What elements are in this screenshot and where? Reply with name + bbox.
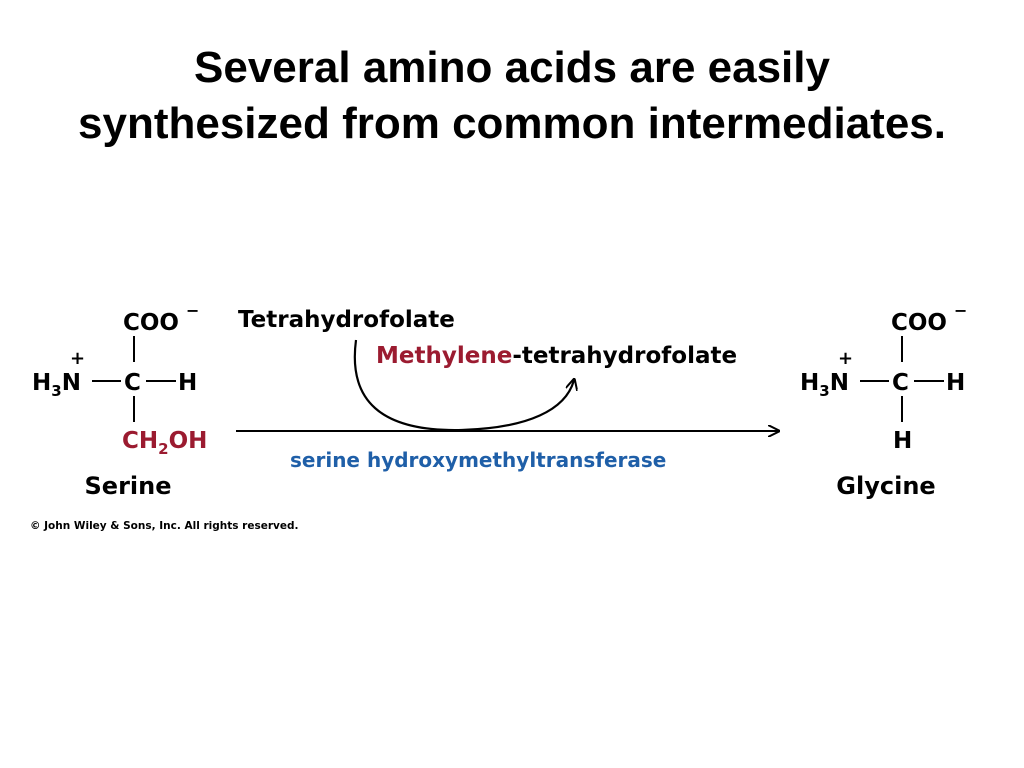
serine-name: Serine [85, 472, 172, 500]
tetrahydrofolate-label: Tetrahydrofolate [238, 307, 455, 333]
enzyme-label: serine hydroxymethyltransferase [290, 448, 666, 472]
glycine-h-bottom: H [893, 428, 912, 454]
methylene-tetrahydrofolate-label: Methylene-tetrahydrofolate [376, 343, 737, 369]
title-line-2: synthesized from common intermediates. [78, 99, 946, 148]
glycine-coo-charge: − [954, 301, 967, 320]
serine-structure: COO − + H3N C H CH2OH Serine [32, 301, 207, 500]
reaction-arrow-group: Tetrahydrofolate Methylene-tetrahydrofol… [236, 307, 778, 472]
glycine-h3n-label: H3N [800, 370, 849, 400]
serine-coo-label: COO [123, 310, 179, 336]
copyright-notice: © John Wiley & Sons, Inc. All rights res… [30, 520, 299, 532]
glycine-coo-label: COO [891, 310, 947, 336]
glycine-name: Glycine [836, 472, 935, 500]
glycine-structure: COO − + H3N C H H Glycine [800, 301, 967, 500]
serine-ch2oh-sidechain: CH2OH [122, 428, 207, 458]
serine-plus-charge: + [70, 348, 85, 369]
serine-h3n-label: H3N [32, 370, 81, 400]
glycine-alpha-carbon: C [892, 370, 909, 396]
glycine-h-right: H [946, 370, 965, 396]
title-line-1: Several amino acids are easily [194, 43, 830, 92]
slide-title: Several amino acids are easily synthesiz… [0, 40, 1024, 152]
serine-alpha-carbon: C [124, 370, 141, 396]
serine-coo-charge: − [186, 301, 199, 320]
serine-h-right: H [178, 370, 197, 396]
glycine-plus-charge: + [838, 348, 853, 369]
